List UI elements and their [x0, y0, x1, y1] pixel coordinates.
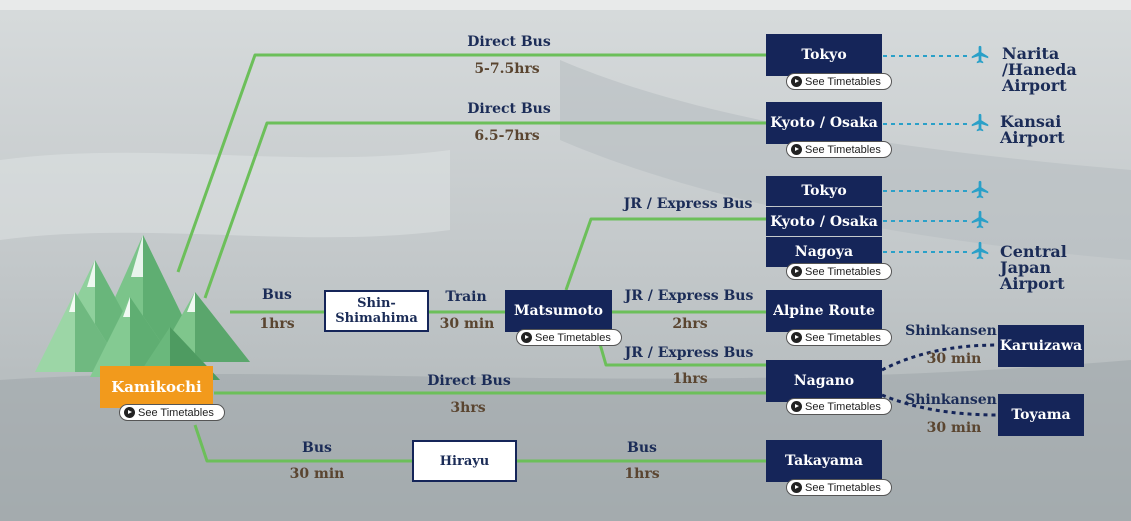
route-time-karuizawa: 30 min — [926, 351, 982, 367]
dest-kyoto-direct[interactable]: Kyoto / Osaka — [766, 102, 882, 144]
play-icon — [791, 76, 802, 87]
hub-hirayu-label: Hirayu — [439, 453, 490, 469]
hub-matsumoto[interactable]: Matsumoto — [505, 290, 612, 332]
route-mode-tokyo: Direct Bus — [467, 34, 551, 50]
dest-label: Karuizawa — [999, 338, 1083, 354]
route-line-tokyo — [176, 53, 766, 273]
route-mode-toyama: Shinkansen — [905, 392, 997, 408]
hub-matsumoto-label: Matsumoto — [513, 303, 604, 319]
route-time-hirayu: 30 min — [289, 466, 345, 482]
airport-central-japan: Central Japan Airport — [1000, 242, 1067, 293]
play-icon — [521, 332, 532, 343]
play-icon — [791, 144, 802, 155]
dest-label: Takayama — [784, 453, 863, 469]
route-time-alpine: 2hrs — [672, 316, 708, 332]
timetable-button-matsumoto[interactable]: See Timetables — [516, 329, 622, 346]
route-mode-nagano-jr: JR / Express Bus — [624, 345, 754, 361]
route-time-train: 30 min — [439, 316, 495, 332]
timetable-button-alpine[interactable]: See Timetables — [786, 329, 892, 346]
dest-label: Kyoto / Osaka — [770, 213, 878, 230]
mountain-illustration — [35, 235, 250, 380]
dest-label: Kyoto / Osaka — [770, 115, 878, 131]
timetable-button-nagoya[interactable]: See Timetables — [786, 263, 892, 280]
timetable-button-kyoto[interactable]: See Timetables — [786, 141, 892, 158]
route-mode-alpine: JR / Express Bus — [624, 288, 754, 304]
dest-takayama[interactable]: Takayama — [766, 440, 882, 482]
route-mode-takayama: Bus — [627, 440, 657, 456]
origin-kamikochi[interactable]: Kamikochi — [100, 366, 213, 408]
timetable-label: See Timetables — [805, 265, 881, 278]
dest-tokyo-direct[interactable]: Tokyo — [766, 34, 882, 76]
route-time-kyoto: 6.5-7hrs — [474, 128, 540, 144]
route-line-hirayu — [193, 424, 412, 463]
hub-shin-label: Shin- Shimahima — [335, 296, 418, 326]
route-time-nagano-direct: 3hrs — [450, 400, 486, 416]
dest-label: Tokyo — [801, 47, 847, 63]
dest-karuizawa[interactable]: Karuizawa — [998, 325, 1084, 367]
route-time-tokyo: 5-7.5hrs — [474, 61, 540, 77]
hub-hirayu[interactable]: Hirayu — [412, 440, 517, 482]
dest-label: Toyama — [1011, 407, 1071, 423]
route-mode-kyoto: Direct Bus — [467, 101, 551, 117]
origin-label: Kamikochi — [111, 378, 202, 396]
dest-label: Nagano — [793, 373, 855, 389]
airplane-icon — [971, 45, 989, 64]
route-mode-nagano-direct: Direct Bus — [427, 373, 511, 389]
shinkansen-link-toyama — [881, 393, 999, 417]
dest-label: Alpine Route — [773, 303, 875, 319]
dest-kyoto-jr[interactable]: Kyoto / Osaka — [766, 207, 882, 236]
dest-alpine-route[interactable]: Alpine Route — [766, 290, 882, 332]
play-icon — [791, 332, 802, 343]
play-icon — [791, 482, 802, 493]
airplane-icon — [971, 241, 989, 260]
play-icon — [124, 407, 135, 418]
route-time-shin: 1hrs — [259, 316, 295, 332]
dest-tokyo-jr[interactable]: Tokyo — [766, 176, 882, 206]
route-line-jr-top — [564, 217, 766, 291]
play-icon — [791, 401, 802, 412]
route-mode-jr-top: JR / Express Bus — [623, 196, 753, 212]
timetable-button-tokyo[interactable]: See Timetables — [786, 73, 892, 90]
timetable-label: See Timetables — [805, 400, 881, 413]
route-time-nagano-jr: 1hrs — [672, 371, 708, 387]
airplane-icon — [971, 210, 989, 229]
timetable-label: See Timetables — [805, 143, 881, 156]
timetable-label: See Timetables — [805, 75, 881, 88]
route-mode-hirayu: Bus — [302, 440, 332, 456]
dest-nagoya[interactable]: Nagoya — [766, 237, 882, 267]
route-line-kyoto — [203, 121, 766, 299]
shinkansen-link-karuizawa — [881, 343, 999, 372]
timetable-button-nagano[interactable]: See Timetables — [786, 398, 892, 415]
airplane-icon — [971, 113, 989, 132]
airport-kansai: Kansai Airport — [1000, 112, 1065, 147]
dest-toyama[interactable]: Toyama — [998, 394, 1084, 436]
timetable-button-takayama[interactable]: See Timetables — [786, 479, 892, 496]
timetable-label: See Timetables — [535, 331, 611, 344]
timetable-label: See Timetables — [805, 331, 881, 344]
route-mode-shin: Bus — [262, 287, 292, 303]
timetable-label: See Timetables — [805, 481, 881, 494]
play-icon — [791, 266, 802, 277]
hub-shin-shimashima[interactable]: Shin- Shimahima — [324, 290, 429, 332]
route-mode-train: Train — [445, 289, 487, 305]
route-mode-karuizawa: Shinkansen — [905, 323, 997, 339]
route-time-toyama: 30 min — [926, 420, 982, 436]
timetable-label: See Timetables — [138, 406, 214, 419]
dest-label: Nagoya — [794, 244, 854, 260]
dest-nagano[interactable]: Nagano — [766, 360, 882, 402]
route-time-takayama: 1hrs — [624, 466, 660, 482]
airport-narita-haneda: Narita /Haneda Airport — [1002, 44, 1077, 95]
timetable-button-kamikochi[interactable]: See Timetables — [119, 404, 225, 421]
airplane-icon — [971, 180, 989, 199]
dest-label: Tokyo — [801, 183, 847, 199]
